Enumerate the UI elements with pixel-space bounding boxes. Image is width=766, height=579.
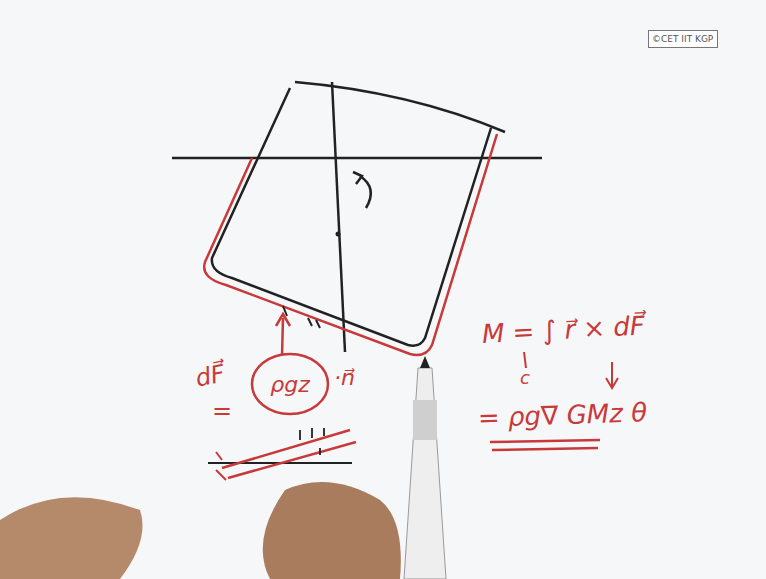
formula-text: = [212,398,232,424]
circled-term: ρgz [250,352,330,416]
result-underline [490,440,600,450]
hull-section [212,88,491,346]
hand [0,497,143,579]
submerged-outline [204,134,497,355]
df-pointer-head [606,378,618,388]
node-shape [252,354,328,414]
deck-line [295,82,505,132]
df-pointer [611,362,613,386]
sketch-element [222,430,356,478]
sketch-force-arrows [300,428,324,455]
centre-line [332,82,345,352]
hand [263,482,401,579]
heel-arrowhead [353,172,362,184]
formula-text: ·n⃗ [334,366,355,390]
pressure-arrow [282,318,283,356]
heel-arrow [360,176,371,208]
integral-pointer [524,352,526,368]
node-shape [649,31,718,48]
marker-tip [420,356,430,368]
pressure-term: ρgz [270,372,309,397]
formula-text: c [520,368,530,388]
formula-text: = ρg∇ GMz θ [478,398,648,432]
centre-point [336,232,341,237]
sketch-edge [216,452,226,480]
formula-text: dF⃗ [193,360,227,392]
waterline [172,157,542,160]
logo-box: ©CET IIT KGP [648,30,717,48]
pressure-arrowhead [276,314,290,326]
logo-text: ©CET IIT KGP [652,34,713,44]
marker-pen [404,368,446,579]
marker-band [413,400,437,440]
